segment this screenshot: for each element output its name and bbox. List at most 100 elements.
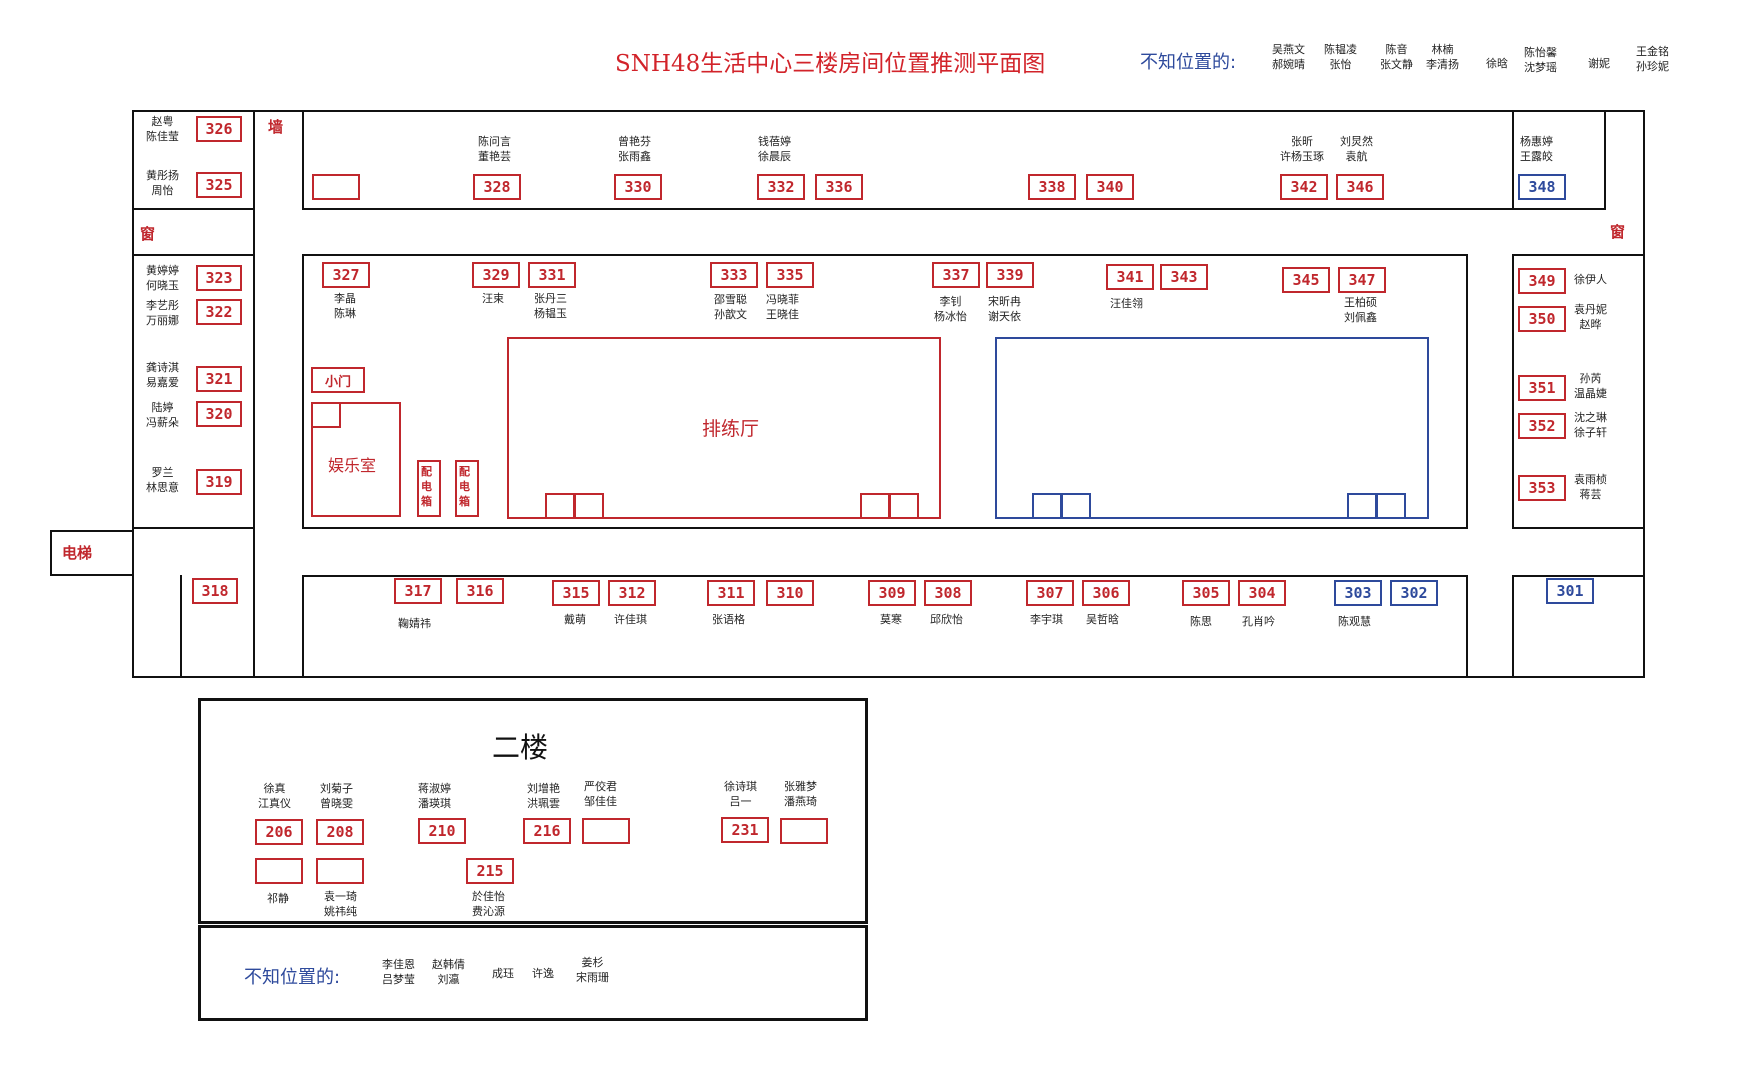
room-338: 338	[1028, 174, 1076, 200]
hall-door	[574, 493, 604, 519]
room-333: 333	[710, 262, 758, 288]
occupants-352: 沈之琳 徐子轩	[1574, 411, 1607, 439]
occupants-311: 张语格	[712, 613, 745, 626]
room-309: 309	[868, 580, 916, 606]
room-307: 307	[1026, 580, 1074, 606]
room-303: 303	[1334, 580, 1382, 606]
room-unlabeled	[312, 174, 360, 200]
unknown-name: 王金铭 孙珍妮	[1636, 45, 1669, 73]
occupants-329: 汪束	[482, 292, 504, 305]
blue-hall	[995, 337, 1429, 519]
southeast-block	[1512, 575, 1645, 678]
room-317: 317	[394, 578, 442, 604]
occupants-333: 邵雪聪 孙歆文	[714, 293, 747, 321]
occupants-210: 蒋淑婷 潘瑛琪	[418, 782, 451, 810]
room-306: 306	[1082, 580, 1130, 606]
room-348: 348	[1518, 174, 1566, 200]
unknown-name: 姜杉 宋雨珊	[576, 956, 609, 984]
occupants-317: 鞠婧祎	[398, 617, 431, 630]
unknown-name: 林楠 李清扬	[1426, 43, 1459, 71]
entertainment-room-label: 娱乐室	[328, 456, 377, 475]
room-349: 349	[1518, 268, 1566, 294]
room-337: 337	[932, 262, 980, 288]
room-321: 321	[196, 366, 242, 392]
room-unlabeled	[255, 858, 303, 884]
second-floor-unknown-label: 不知位置的:	[244, 967, 341, 988]
hall-door	[545, 493, 575, 519]
second-floor-frame	[198, 698, 868, 924]
room-312: 312	[608, 580, 656, 606]
room-208: 208	[316, 819, 364, 845]
unknown-location-label: 不知位置的:	[1140, 52, 1237, 73]
hall-door	[860, 493, 890, 519]
rehearsal-hall	[507, 337, 941, 519]
second-floor-unknown-frame	[198, 925, 868, 1021]
unknown-name: 陈音 张文静	[1380, 43, 1413, 71]
unknown-name: 陈韫凌 张怡	[1324, 43, 1357, 71]
room-316: 316	[456, 578, 504, 604]
wall-line	[1512, 110, 1514, 210]
hall-door	[1376, 493, 1406, 519]
occupants-305: 陈思	[1190, 615, 1212, 628]
unknown-name: 徐晗	[1486, 57, 1508, 70]
occupants-322: 李艺彤 万丽娜	[146, 299, 179, 327]
room-346: 346	[1336, 174, 1384, 200]
room-308: 308	[924, 580, 972, 606]
elevator-bay	[50, 530, 134, 576]
room-320: 320	[196, 401, 242, 427]
distribution-box	[455, 460, 479, 517]
occupants-319: 罗兰 林思意	[146, 466, 179, 494]
elevator-label: 电梯	[62, 544, 93, 562]
wall-label: 墙	[268, 118, 284, 136]
room-353: 353	[1518, 475, 1566, 501]
second-floor-title: 二楼	[492, 731, 549, 764]
room-339: 339	[986, 262, 1034, 288]
occupants-348: 杨惠婷 王露皎	[1520, 135, 1553, 163]
room-305: 305	[1182, 580, 1230, 606]
room-335: 335	[766, 262, 814, 288]
room-331: 331	[528, 262, 576, 288]
occupants-332: 钱蓓婷 徐晨辰	[758, 135, 791, 163]
room-342: 342	[1280, 174, 1328, 200]
occupants-320: 陆婷 冯薪朵	[146, 401, 179, 429]
unknown-name: 吴燕文 郝婉晴	[1272, 43, 1305, 71]
room-231: 231	[721, 817, 769, 843]
room-345: 345	[1282, 267, 1330, 293]
room-329: 329	[472, 262, 520, 288]
occupants-206: 徐真 江真仪	[258, 782, 291, 810]
room-341: 341	[1106, 264, 1154, 290]
room-343: 343	[1160, 264, 1208, 290]
occupants-304: 孔肖吟	[1242, 615, 1275, 628]
unknown-name: 谢妮	[1588, 57, 1610, 70]
hall-door	[889, 493, 919, 519]
room-322: 322	[196, 299, 242, 325]
room-325: 325	[196, 172, 242, 198]
occupants-328: 陈问言 董艳芸	[478, 135, 511, 163]
room-unlabeled	[316, 858, 364, 884]
room-350: 350	[1518, 306, 1566, 332]
occupants-308: 邱欣怡	[930, 613, 963, 626]
distribution-box-label: 配电箱	[421, 465, 432, 508]
unknown-name: 李佳恩 吕梦莹	[382, 958, 415, 986]
center-block	[302, 254, 1468, 529]
occupants-unlabeled-room: 张雅梦 潘燕琦	[784, 780, 817, 808]
room-323: 323	[196, 265, 242, 291]
room-318: 318	[192, 578, 238, 604]
occupants-306: 吴哲晗	[1086, 613, 1119, 626]
unknown-name: 许逸	[532, 967, 554, 980]
occupants-215: 於佳怡 费沁源	[472, 890, 505, 918]
occupants-315: 戴萌	[564, 613, 586, 626]
rec-room-corner	[311, 402, 341, 428]
occupants-307: 李宇琪	[1030, 613, 1063, 626]
unknown-name: 陈怡馨 沈梦瑶	[1524, 46, 1557, 74]
rehearsal-hall-label: 排练厅	[702, 418, 760, 440]
room-311: 311	[707, 580, 755, 606]
right-block	[1512, 254, 1645, 529]
room-206: 206	[255, 819, 303, 845]
occupants-346: 刘炅然 袁航	[1340, 135, 1373, 163]
distribution-box	[417, 460, 441, 517]
occupants-331: 张丹三 杨韫玉	[534, 292, 567, 320]
room-326: 326	[196, 116, 242, 142]
occupants-326: 赵粤 陈佳莹	[146, 115, 179, 143]
occupants-353: 袁雨桢 蒋芸	[1574, 473, 1607, 501]
